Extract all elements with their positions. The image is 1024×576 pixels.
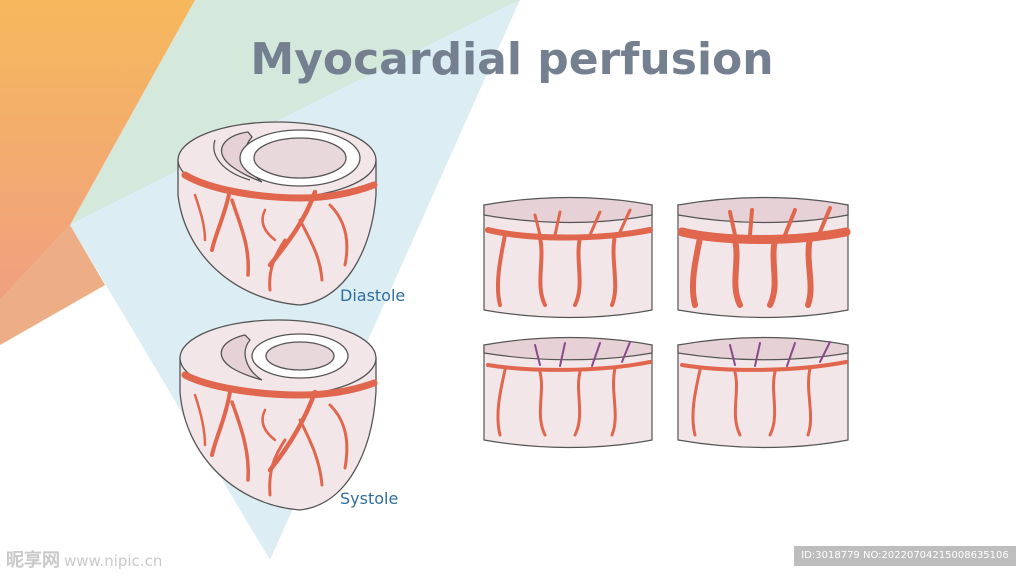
- tissue-block-3: [483, 336, 653, 449]
- watermark-url: www.nipic.cn: [64, 552, 163, 570]
- systole-label: Systole: [340, 489, 399, 508]
- page-title: Myocardial perfusion: [250, 34, 774, 85]
- vessels-diastole: [181, 171, 378, 292]
- tissue-block-2: [677, 196, 851, 319]
- tissue-block-1: [483, 196, 653, 319]
- heart-systole: [179, 319, 377, 511]
- diastole-label: Diastole: [340, 286, 406, 305]
- salmon-triangle: [0, 225, 105, 345]
- watermark-brand-text: 昵享网: [6, 550, 60, 571]
- heart-diastole: [177, 121, 377, 306]
- orange-triangle: [0, 0, 195, 300]
- tissue-block-4: [677, 336, 849, 449]
- vessels-systole: [181, 371, 378, 497]
- watermark-id: ID:3018779 NO:20220704215008635106: [794, 546, 1016, 566]
